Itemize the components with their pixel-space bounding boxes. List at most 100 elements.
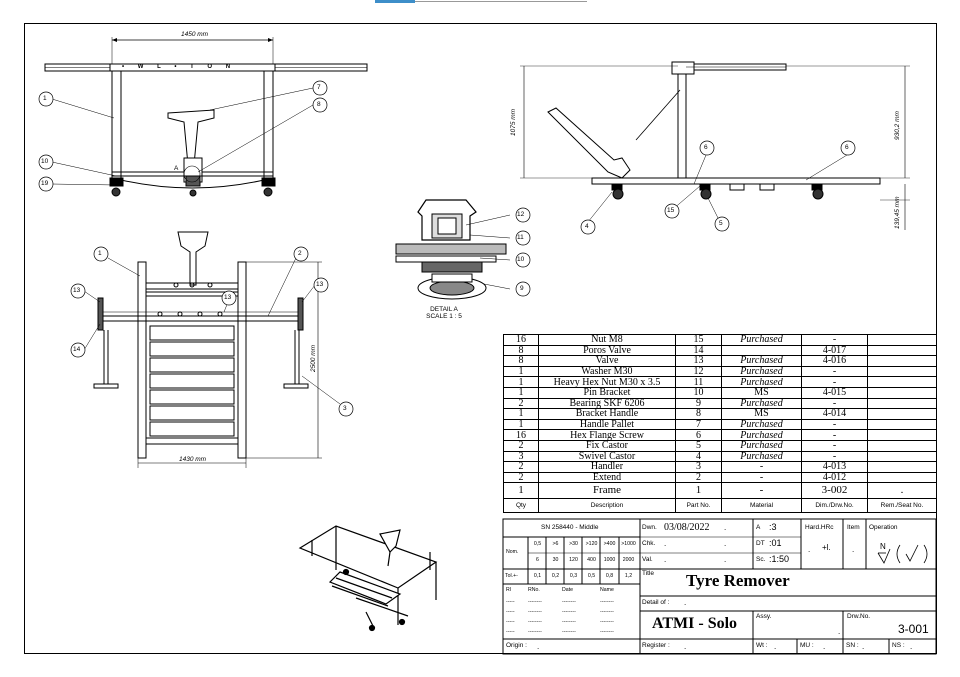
parts-list-cell-qty: 1 bbox=[503, 365, 539, 378]
scroll-indicator bbox=[375, 0, 415, 3]
surface-finish-icon bbox=[877, 544, 928, 564]
checked-initial: . bbox=[724, 539, 727, 548]
parts-list-cell-part: Part No. bbox=[675, 498, 722, 514]
parts-list-cell-desc: Extend bbox=[538, 471, 676, 484]
parts-list-cell-material: Purchased bbox=[721, 376, 802, 388]
parts-list-cell-desc: Pin Bracket bbox=[538, 386, 676, 399]
parts-list-cell-material: Purchased bbox=[721, 334, 802, 346]
frame-logo: • W L • T O N bbox=[122, 64, 237, 70]
hardness-label: Hard.HRc bbox=[805, 524, 834, 531]
validated-label: Val. bbox=[642, 556, 653, 563]
revision-cell: -------- bbox=[600, 619, 614, 625]
size-value: :3 bbox=[769, 522, 777, 532]
parts-list-cell-qty: 8 bbox=[503, 344, 539, 357]
operation-label: Operation bbox=[869, 524, 898, 531]
revision-cell: -------- bbox=[562, 629, 576, 635]
parts-list-cell-dim: - bbox=[801, 439, 868, 452]
parts-list-cell-rem bbox=[867, 355, 937, 367]
balloon-front-19: 19 bbox=[41, 180, 49, 187]
revision-cell: ----- bbox=[506, 629, 515, 635]
tolerance-range-to: 2000 bbox=[622, 557, 635, 563]
revision-cell: -------- bbox=[528, 629, 542, 635]
plan-width-dimension: 1430 mm bbox=[179, 456, 207, 463]
parts-list-cell-dim: - bbox=[801, 334, 868, 346]
parts-list-cell-material: Purchased bbox=[721, 429, 802, 441]
parts-list-cell-part: 7 bbox=[675, 418, 722, 431]
parts-list-cell-material: MS bbox=[721, 408, 802, 420]
parts-list-cell-dim: 4-017 bbox=[801, 344, 868, 357]
parts-list-cell-dim: 4-015 bbox=[801, 386, 868, 399]
revision-header: Name bbox=[600, 587, 614, 593]
parts-list-cell-material: Material bbox=[721, 498, 802, 514]
tolerance-range-from: >30 bbox=[569, 541, 578, 547]
tolerance-range-from: 0,5 bbox=[533, 541, 542, 547]
parts-list-cell-desc: Bracket Handle bbox=[538, 408, 676, 420]
item-label: Item bbox=[847, 524, 860, 531]
revision-cell: -------- bbox=[528, 599, 542, 605]
parts-list-cell-rem bbox=[867, 344, 937, 357]
balloon-detail-12: 12 bbox=[517, 211, 525, 218]
side-lower-dimension: 139,45 mm bbox=[894, 196, 901, 229]
parts-list-cell-desc: Frame bbox=[538, 482, 676, 500]
parts-list-cell-qty: 1 bbox=[503, 482, 539, 500]
parts-list-cell-material: Purchased bbox=[721, 418, 802, 431]
parts-list-cell-dim: 4-012 bbox=[801, 471, 868, 484]
balloon-side-6a: 6 bbox=[704, 144, 708, 151]
parts-list-cell-part: 8 bbox=[675, 408, 722, 420]
revision-cell: -------- bbox=[528, 619, 542, 625]
parts-list-cell-material: - bbox=[721, 471, 802, 484]
revision-cell: -------- bbox=[562, 619, 576, 625]
revision-header: Rl bbox=[506, 587, 511, 593]
tolerance-range-from: >120 bbox=[585, 541, 598, 547]
parts-list-cell-dim: 4-016 bbox=[801, 355, 868, 367]
revision-cell: -------- bbox=[600, 629, 614, 635]
balloon-plan-3: 3 bbox=[343, 405, 347, 412]
parts-list-cell-part: 10 bbox=[675, 386, 722, 399]
detail-scale: SCALE 1 : 5 bbox=[426, 312, 462, 320]
checked-value: . bbox=[664, 539, 667, 548]
parts-list-cell-dim: - bbox=[801, 418, 868, 431]
parts-list-cell-material: Purchased bbox=[721, 397, 802, 410]
revision-cell: ----- bbox=[506, 609, 515, 615]
parts-list-cell-desc: Heavy Hex Nut M30 x 3.5 bbox=[538, 376, 676, 388]
parts-list-cell-dim: - bbox=[801, 397, 868, 410]
register-value: . bbox=[684, 642, 687, 651]
parts-list-cell-material: Purchased bbox=[721, 365, 802, 378]
detail-of-label: Detail of : bbox=[642, 599, 670, 606]
title-label: Title bbox=[642, 570, 655, 577]
side-view bbox=[520, 61, 910, 230]
balloon-plan-14: 14 bbox=[73, 346, 81, 353]
tolerance-range-to: 30 bbox=[552, 557, 559, 563]
parts-list-cell-rem bbox=[867, 429, 937, 441]
tolerance-value: 0,1 bbox=[533, 573, 542, 579]
parts-list-cell-qty: 1 bbox=[503, 386, 539, 399]
parts-list-cell-material: - bbox=[721, 482, 802, 500]
weight-value: . bbox=[774, 642, 777, 651]
drawing-number-label: Drw.No. bbox=[847, 613, 871, 620]
detail-a-view bbox=[395, 199, 511, 300]
parts-list-cell-rem: Rem./Seat No. bbox=[867, 498, 937, 514]
parts-list-cell-rem: . bbox=[867, 482, 937, 500]
nominal-label: Nom. bbox=[506, 549, 519, 555]
parts-list-cell-desc: Valve bbox=[538, 355, 676, 367]
parts-list-cell-desc: Nut M8 bbox=[538, 334, 676, 346]
parts-list-cell-rem bbox=[867, 408, 937, 420]
parts-list-cell-part: 2 bbox=[675, 471, 722, 484]
revision-header: Date bbox=[562, 587, 573, 593]
dt-label: DT bbox=[756, 540, 765, 547]
drawing-sheet-border bbox=[24, 23, 937, 654]
parts-list-cell-qty: Qty bbox=[503, 498, 539, 514]
tolerance-range-from: >6 bbox=[552, 541, 559, 547]
item-value: . bbox=[852, 545, 855, 554]
balloon-detail-10: 10 bbox=[517, 256, 525, 263]
tolerance-range-from: >1000 bbox=[621, 541, 636, 547]
checked-label: Chk. bbox=[642, 540, 656, 547]
